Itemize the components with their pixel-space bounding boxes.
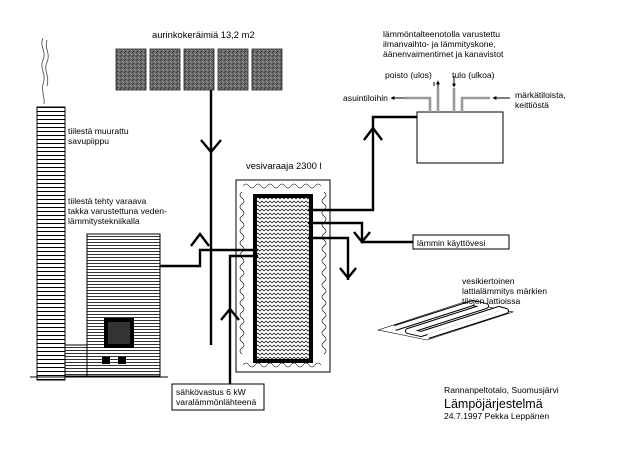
ash-door	[102, 357, 110, 364]
ash-door	[118, 357, 126, 364]
vent-pipe	[308, 115, 417, 212]
hot-water-box	[412, 234, 510, 250]
tank-core	[253, 194, 313, 363]
floor-heating-label-line: vesikiertoinen	[462, 276, 515, 286]
ventilation-unit	[390, 76, 510, 164]
flow-arrow	[363, 126, 383, 141]
electric-label-line: sähkövastus 6 kW	[176, 387, 247, 397]
fireplace	[64, 233, 161, 377]
intake-label: tulo (ulkoa)	[452, 70, 495, 80]
exhaust-label: poisto (ulos)	[385, 70, 432, 80]
chimney-label-line: tiilestä muurattu	[68, 126, 129, 136]
floor-heating-label-line: tilojen lattioissa	[462, 296, 520, 306]
ventilation-label-line: lämmöntalteenotolla varustettu	[383, 29, 500, 39]
chimney-label: tiilestä muurattu savupiippu	[68, 126, 131, 146]
ventilation-label-line: äänenvaimentimet ja kanavistot	[383, 49, 504, 59]
fireplace-pipe	[160, 248, 258, 268]
flow-arrow	[353, 231, 371, 244]
floor-heating-label-line: lattialämmitys märkien	[462, 286, 547, 296]
floor-heating-label: vesikiertoinen lattialämmitys märkien ti…	[462, 276, 549, 306]
pipes	[160, 90, 417, 395]
brick-chimney	[36, 106, 66, 381]
supply-label: asuintiloihin	[343, 93, 388, 103]
wet-rooms-label-line: märkätiloista,	[515, 90, 566, 100]
chimney-label-line: savupiippu	[68, 136, 109, 146]
electric-pipe	[228, 254, 258, 395]
electric-label: sähkövastus 6 kW varalämmönlähteenä	[176, 387, 256, 407]
fireplace-label-line: lämmitystekniikalla	[68, 216, 140, 226]
smoke-squiggle	[41, 37, 49, 105]
solar-label: aurinkokeräimiä 13,2 m2	[152, 29, 255, 40]
exhaust-duct	[405, 96, 432, 112]
flow-arrow	[190, 232, 210, 247]
title-place: Rannanpeltotalo, Suomusjärvi	[444, 385, 559, 395]
fireplace-label: tiilestä tehty varaava takka varustettun…	[68, 196, 169, 226]
title-credit: 24.7.1997 Pekka Leppänen	[444, 411, 549, 421]
wet-rooms-label: märkätiloista, keittiöstä	[515, 90, 568, 110]
tank-label: vesivaraaja 2300 l	[246, 160, 322, 171]
wet-rooms-label-line: keittiöstä	[515, 100, 549, 110]
flow-arrow	[220, 307, 240, 321]
water-tank	[235, 179, 331, 373]
ventilation-label: lämmöntalteenotolla varustettu ilmanvaih…	[383, 29, 504, 59]
fireplace-label-line: tiilestä tehty varaava	[68, 196, 147, 206]
electric-label-line: varalämmönlähteenä	[176, 397, 256, 407]
fireplace-label-line: takka varustettuna veden-	[68, 206, 167, 216]
floor-heating-coil	[376, 300, 515, 341]
page-title: Lämpöjärjestelmä	[444, 397, 543, 411]
hot-water-pipe	[308, 221, 413, 244]
wet-room-duct	[460, 96, 490, 112]
flow-arrow	[200, 139, 222, 154]
solar-collectors	[115, 48, 283, 91]
hot-water-label: lämmin käyttövesi	[417, 238, 485, 248]
ventilation-label-line: ilmanvaihto- ja lämmityskone,	[383, 39, 496, 49]
floor-heating-pipe	[308, 236, 350, 280]
flow-arrow	[339, 267, 357, 280]
electric-box	[171, 383, 265, 411]
